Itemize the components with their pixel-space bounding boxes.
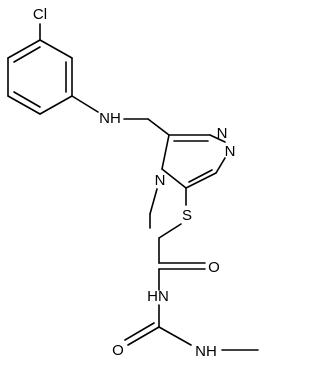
bond <box>39 95 73 115</box>
chlorophenyl-ring <box>7 39 73 115</box>
double-bond-inner <box>188 169 213 183</box>
atom-label-n-ring-ethyl: N <box>155 172 166 189</box>
bond <box>7 95 41 115</box>
bond-c-o-urea <box>127 326 160 346</box>
bond-aryl-nh <box>71 95 99 113</box>
bond <box>185 172 217 189</box>
bond <box>161 168 187 189</box>
bond <box>209 134 226 143</box>
double-bond-c-o-urea <box>124 322 155 341</box>
atom-label-o-lower: O <box>112 342 124 359</box>
atom-label-s: S <box>182 207 192 224</box>
bond-s-ch2 <box>158 223 182 239</box>
molecule-diagram: Cl NH N N N S O HN O NH <box>7 6 259 360</box>
atom-label-nh-methyl: NH <box>195 343 217 360</box>
double-bond-inner <box>13 91 41 108</box>
atom-label-nh-urea: HN <box>147 288 169 305</box>
bond <box>7 39 41 59</box>
bond-n-ethyl <box>149 188 158 215</box>
structure-canvas: Cl NH N N N S O HN O NH <box>7 6 259 360</box>
bond <box>39 39 73 59</box>
atom-label-o-upper: O <box>208 259 220 276</box>
bond <box>161 134 170 170</box>
atom-label-cl: Cl <box>33 6 47 23</box>
atom-label-n-ring-right: N <box>225 143 236 160</box>
triazole-ring <box>161 134 226 189</box>
atom-label-n-ring-top: N <box>217 125 228 142</box>
bond-ch2-c5 <box>147 118 170 136</box>
double-bond-inner <box>13 46 41 63</box>
bond <box>215 157 226 174</box>
atom-label-nh-amine: NH <box>99 110 121 127</box>
bond-c-nh-methyl <box>158 326 192 346</box>
